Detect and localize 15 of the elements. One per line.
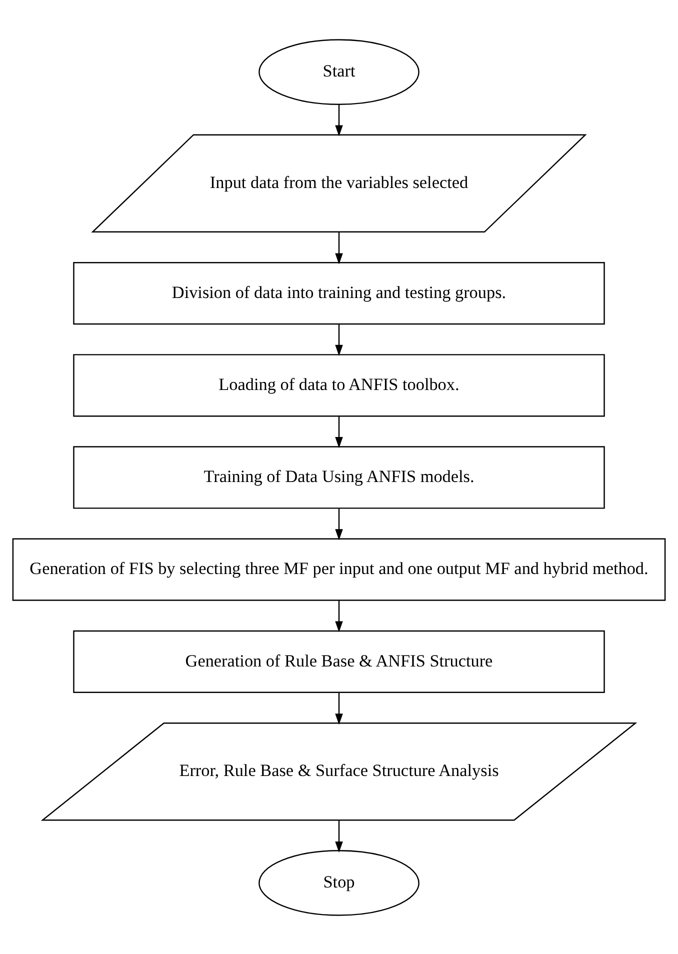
arrow [335,508,343,540]
arrow [335,104,343,136]
node-box: Loading of data to ANFIS toolbox. [73,354,605,416]
node-ellipse: Stop [258,850,420,916]
arrow [335,232,343,264]
node-box: Division of data into training and testing groups. [73,261,605,324]
arrow [335,600,343,632]
node-ellipse: Start [258,38,420,104]
node-box: Generation of Rule Base & ANFIS Structure [73,630,605,693]
node-box: Training of Data Using ANFIS models. [73,446,605,508]
arrow [335,692,343,724]
node-box: Generation of FIS by selecting three MF per input and one output MF and hybrid method. [12,538,666,600]
arrow [335,416,343,448]
arrow [335,820,343,852]
arrow [335,324,343,356]
